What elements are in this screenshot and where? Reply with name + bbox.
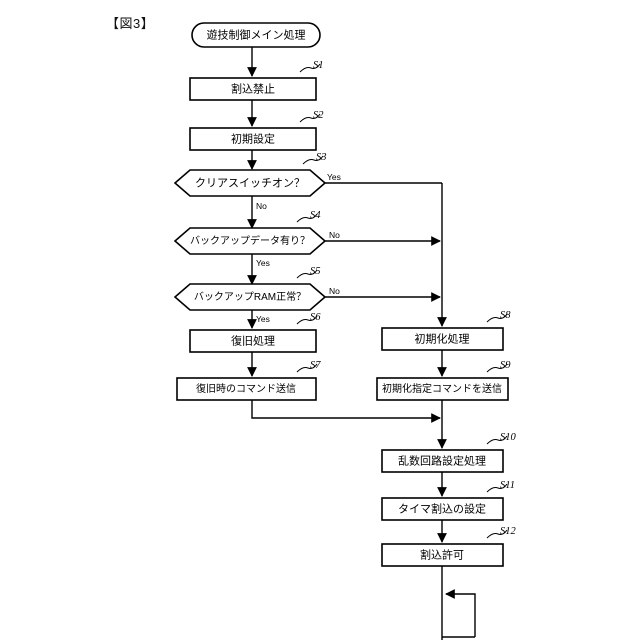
step-label-s8: S8 (500, 310, 511, 321)
node-s7-label: 復旧時のコマンド送信 (196, 382, 296, 395)
step-label-s2: S2 (313, 110, 324, 121)
leader-s8 (486, 313, 508, 323)
leader-s5 (296, 269, 318, 279)
leader-s12 (486, 529, 508, 539)
node-s10-label: 乱数回路設定処理 (398, 454, 486, 468)
node-s3: クリアスイッチオン？ (173, 169, 327, 197)
edge-label-s4-yes: Yes (256, 258, 270, 268)
leader-s11 (486, 483, 508, 493)
edge-label-s3-yes: Yes (327, 172, 341, 182)
node-start-label: 遊技制御メイン処理 (207, 28, 306, 42)
figure-number-label: 【図3】 (106, 16, 155, 31)
step-label-s11: S11 (500, 480, 515, 491)
leader-s7 (296, 363, 318, 373)
step-label-s9: S9 (500, 360, 511, 371)
step-label-s4: S4 (310, 210, 321, 221)
step-label-s5: S5 (310, 266, 321, 277)
node-s3-label: クリアスイッチオン？ (195, 177, 305, 190)
leader-s9 (486, 363, 508, 373)
node-s5: バックアップRAM正常？ (173, 283, 327, 311)
node-s6: 復旧処理 (189, 329, 317, 353)
edge-label-s5-yes: Yes (256, 314, 270, 324)
node-s5-label: バックアップRAM正常？ (194, 290, 306, 303)
leader-s4 (296, 213, 318, 223)
node-s8: 初期化処理 (381, 327, 504, 351)
step-label-s7: S7 (310, 360, 321, 371)
node-s4-label: バックアップデータ有り？ (190, 234, 310, 247)
node-s12-label: 割込許可 (420, 548, 464, 562)
node-s4: バックアップデータ有り？ (173, 227, 327, 255)
edge-label-s4-no: No (329, 230, 340, 240)
node-s11: タイマ割込の設定 (381, 497, 504, 521)
node-s11-label: タイマ割込の設定 (398, 502, 486, 516)
edge-loop-back (445, 589, 476, 637)
node-s9: 初期化指定コマンドを送信 (376, 377, 509, 401)
node-s2-label: 初期設定 (231, 132, 275, 146)
node-s6-label: 復旧処理 (231, 335, 275, 348)
node-s1-label: 割込禁止 (231, 82, 275, 96)
step-label-s12: S12 (500, 526, 517, 537)
node-s9-label: 初期化指定コマンドを送信 (382, 382, 502, 395)
node-s10: 乱数回路設定処理 (381, 449, 504, 473)
node-s8-label: 初期化処理 (415, 332, 470, 346)
leader-s6 (296, 315, 318, 325)
step-label-s1: S1 (313, 60, 324, 71)
step-label-s10: S10 (500, 432, 517, 443)
step-label-s6: S6 (310, 312, 321, 323)
leader-s3 (302, 155, 324, 165)
leader-s1 (299, 63, 321, 73)
node-s7: 復旧時のコマンド送信 (176, 377, 317, 401)
edge-label-s3-no: No (256, 201, 267, 211)
leader-s10 (486, 435, 508, 445)
edge-label-s5-no: No (329, 286, 340, 296)
node-start: 遊技制御メイン処理 (191, 22, 321, 48)
node-s1: 割込禁止 (189, 77, 317, 101)
node-s12: 割込許可 (381, 543, 504, 567)
step-label-s3: S3 (316, 152, 327, 163)
node-s2: 初期設定 (189, 127, 317, 151)
leader-s2 (299, 113, 321, 123)
edge-s7-to-trunk (251, 400, 441, 423)
